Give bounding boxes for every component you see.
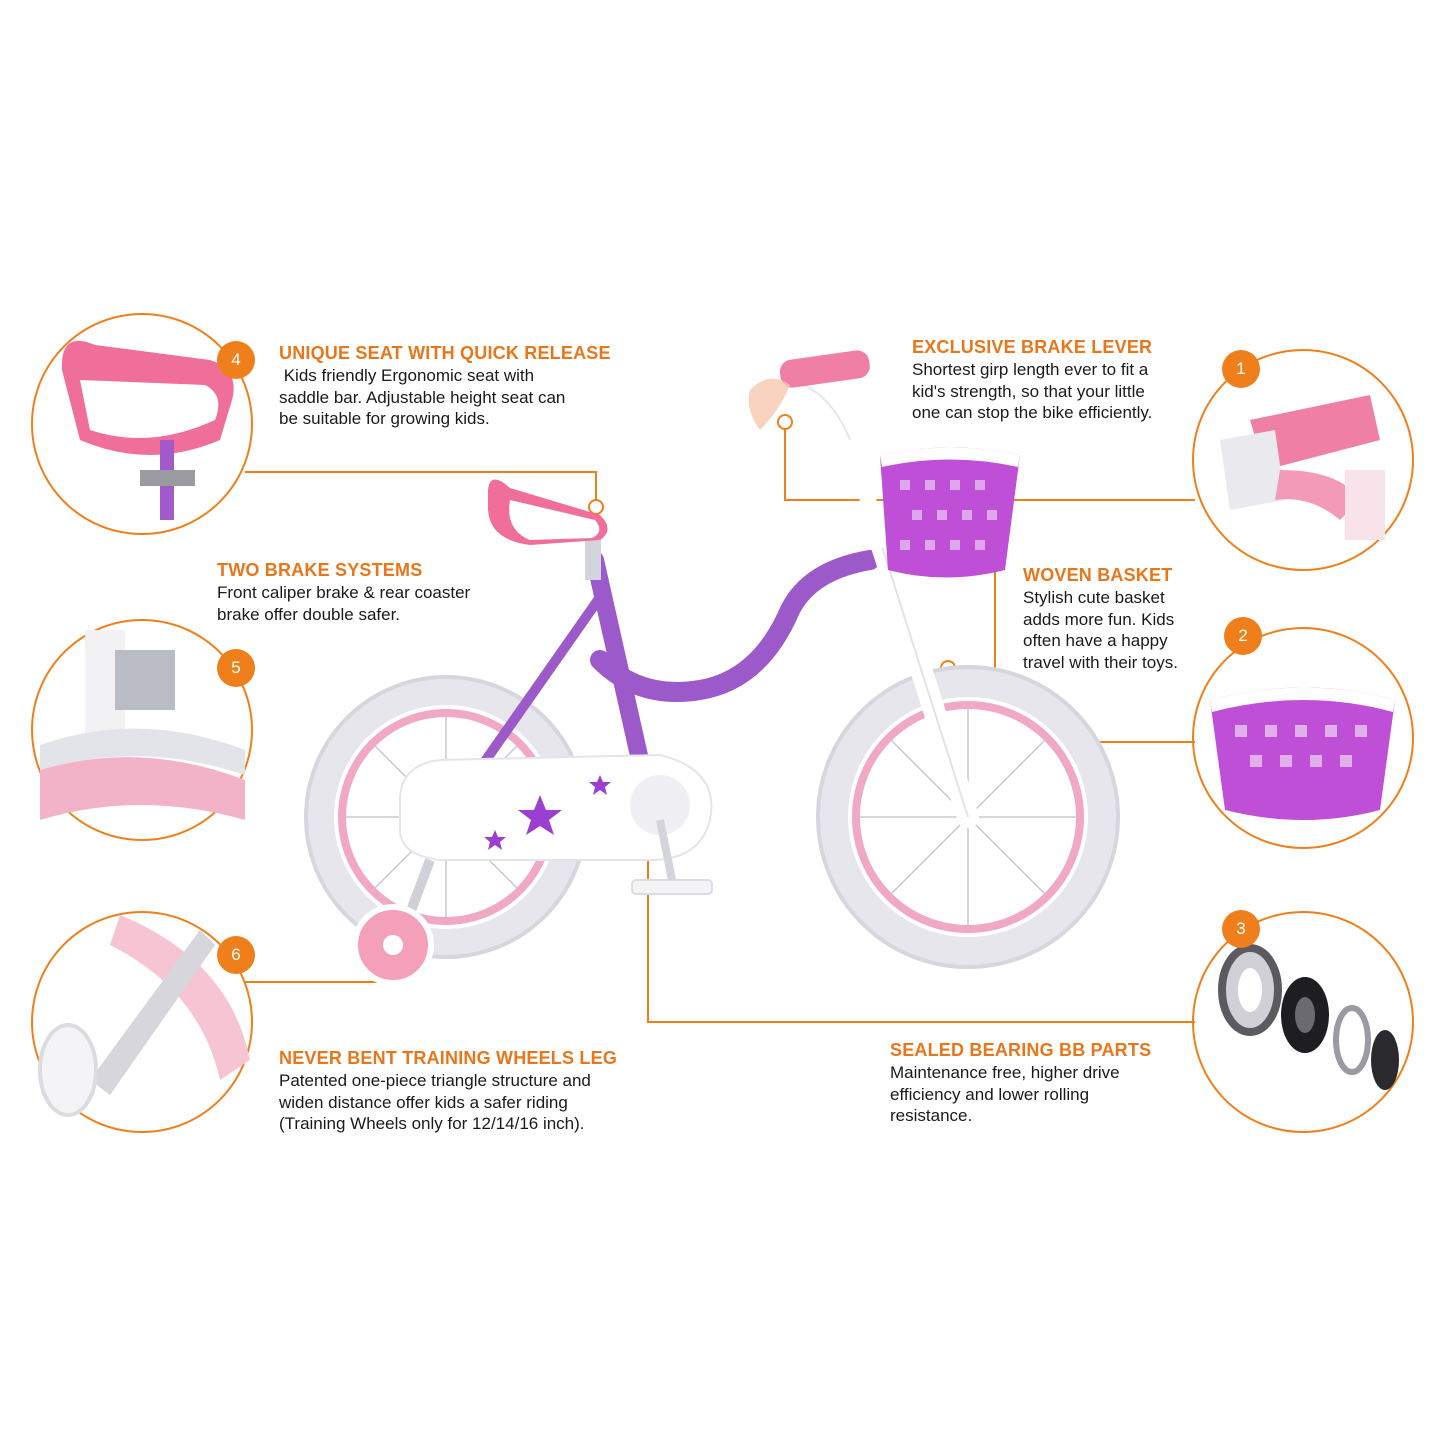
- feature-description: Patented one-piece triangle structure an…: [279, 1071, 591, 1133]
- feature-description: Kids friendly Ergonomic seat with saddle…: [279, 366, 566, 428]
- feature-title: TWO BRAKE SYSTEMS: [217, 560, 423, 580]
- feature-two-brake-systems: TWO BRAKE SYSTEMS Front caliper brake & …: [217, 559, 470, 625]
- feature-number-badge: 3: [1222, 910, 1260, 948]
- basket: [880, 447, 1020, 578]
- detail-circle-bearing: [1192, 911, 1414, 1133]
- bike: [304, 350, 1120, 986]
- feature-title: UNIQUE SEAT WITH QUICK RELEASE: [279, 343, 611, 363]
- feature-sealed-bearing: SEALED BEARING BB PARTS Maintenance free…: [890, 1039, 1151, 1127]
- feature-title: EXCLUSIVE BRAKE LEVER: [912, 337, 1153, 357]
- feature-number-badge: 2: [1224, 617, 1262, 655]
- callout-lines: [245, 425, 1195, 1023]
- feature-description: Shortest girp length ever to fit a kid's…: [912, 360, 1153, 422]
- training-wheel: [352, 858, 435, 986]
- chain-guard: [399, 753, 713, 861]
- feature-description: Stylish cute basket adds more fun. Kids …: [1023, 588, 1178, 672]
- feature-number-badge: 6: [217, 936, 255, 974]
- feature-brake-lever: EXCLUSIVE BRAKE LEVER Shortest girp leng…: [912, 336, 1152, 424]
- detail-circle-training-wheel: [31, 911, 253, 1133]
- detail-circle-basket: [1192, 627, 1414, 849]
- feature-unique-seat: UNIQUE SEAT WITH QUICK RELEASE Kids frie…: [279, 342, 611, 430]
- feature-title: SEALED BEARING BB PARTS: [890, 1040, 1152, 1060]
- detail-circle-brake-lever: [1192, 349, 1414, 571]
- feature-number-badge: 4: [217, 341, 255, 379]
- feature-description: Front caliper brake & rear coaster brake…: [217, 583, 471, 624]
- detail-circle-seat: [31, 313, 253, 535]
- feature-title: WOVEN BASKET: [1023, 565, 1173, 585]
- feature-number-badge: 1: [1222, 350, 1260, 388]
- feature-training-wheels-leg: NEVER BENT TRAINING WHEELS LEG Patented …: [279, 1047, 617, 1135]
- feature-title: NEVER BENT TRAINING WHEELS LEG: [279, 1048, 618, 1068]
- feature-woven-basket: WOVEN BASKET Stylish cute basket adds mo…: [1023, 564, 1178, 673]
- feature-number-badge: 5: [217, 649, 255, 687]
- feature-description: Maintenance free, higher drive efficienc…: [890, 1063, 1120, 1125]
- detail-circle-brake-caliper: [31, 619, 253, 841]
